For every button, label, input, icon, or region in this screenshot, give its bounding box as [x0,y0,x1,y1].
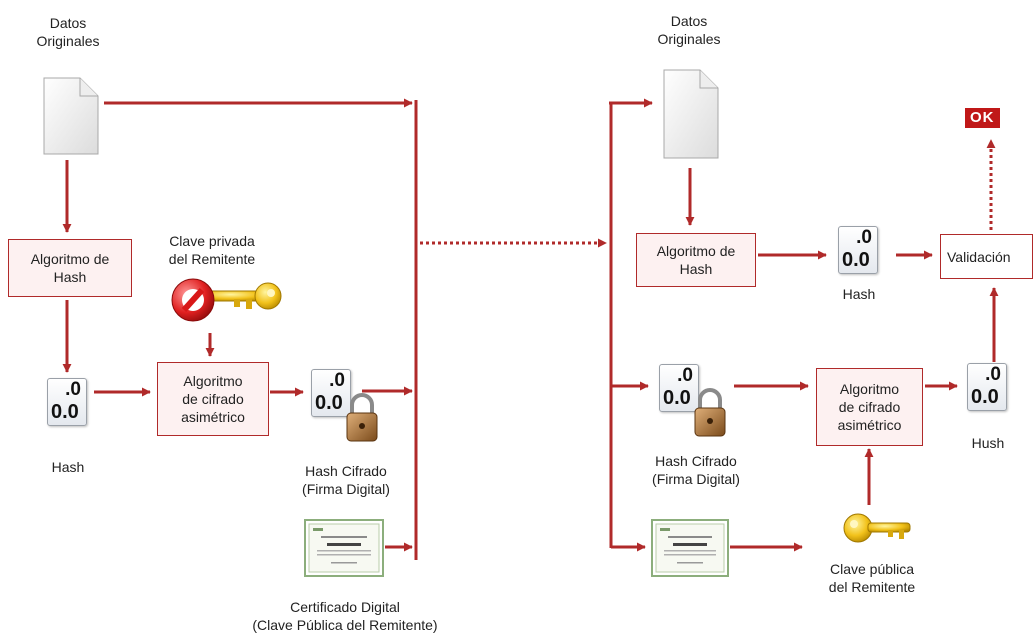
lock-icon [694,388,726,437]
right-encrypted-hash-label: Hash Cifrado (Firma Digital) [652,453,740,487]
right-asym-cipher-box: Algoritmo de cifrado asimétrico [816,368,923,446]
left-asym-cipher-box: Algoritmo de cifrado asimétrico [157,362,269,436]
public-key-icon [843,513,911,543]
private-key-icon [171,278,282,322]
ok-badge: OK [965,108,1000,128]
document-icon [43,77,99,155]
lock-icon [346,393,378,442]
hush-label: Hush [971,435,1005,451]
left-encrypted-hash-label: Hash Cifrado (Firma Digital) [302,463,390,497]
right-hash-algorithm-box: Algoritmo de Hash [636,233,756,287]
right-arrows [609,98,999,552]
certificate-icon [304,519,384,577]
document-icon [663,69,719,159]
certificate-label: Certificado Digital (Clave Pública del R… [252,599,438,633]
left-original-data-label: Datos Originales [36,15,100,49]
public-key-label: Clave pública del Remitente [828,561,916,595]
left-hash-label: Hash [51,459,85,475]
private-key-label: Clave privada del Remitente [168,233,256,267]
certificate-icon [651,519,729,577]
right-hash-label: Hash [842,286,876,302]
right-original-data-label: Datos Originales [657,13,721,47]
left-arrows [62,98,418,560]
validation-box: Validación [940,234,1033,279]
left-hash-algorithm-box: Algoritmo de Hash [8,239,132,297]
